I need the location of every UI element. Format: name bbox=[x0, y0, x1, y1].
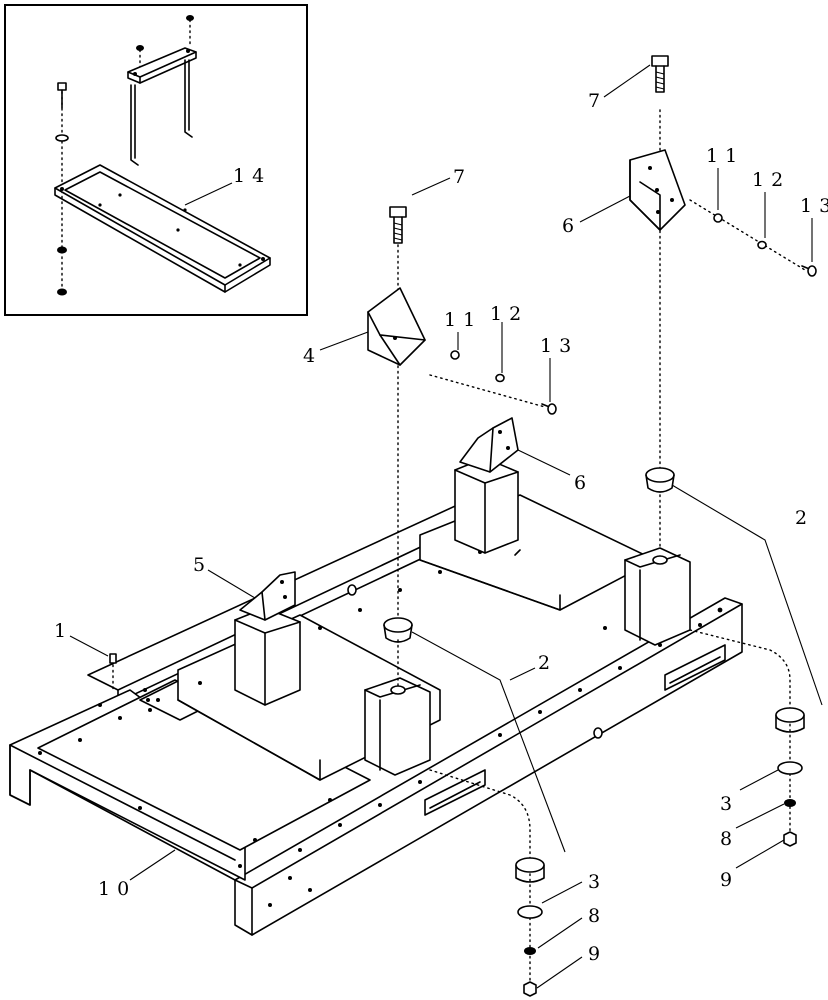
callout-12-right: 12 bbox=[752, 169, 790, 191]
callout-13-right: 13 bbox=[800, 195, 828, 217]
lock-washer-8-right bbox=[784, 799, 796, 807]
callout-13-left: 13 bbox=[540, 335, 578, 357]
nut-9-right bbox=[783, 831, 797, 847]
front-post-left bbox=[234, 607, 301, 706]
callout-9-left: 9 bbox=[588, 943, 607, 965]
isolator-2-bottom-left bbox=[515, 857, 545, 883]
main-frame bbox=[9, 489, 743, 936]
washer-3-left bbox=[517, 905, 543, 919]
callout-10: 10 bbox=[98, 878, 136, 900]
inset-nut-top bbox=[186, 15, 194, 21]
callout-6-upper: 6 bbox=[562, 215, 581, 237]
bolt-7-left bbox=[389, 206, 407, 244]
nut-9-left bbox=[523, 981, 537, 997]
screw-13 bbox=[541, 403, 557, 415]
inset-clamp-bar bbox=[127, 47, 197, 84]
callout-9-right: 9 bbox=[720, 869, 739, 891]
isolator-2-top-left bbox=[383, 617, 413, 643]
mount-bracket-4 bbox=[367, 287, 426, 366]
callout-8-left: 8 bbox=[588, 905, 607, 927]
inset-battery-tray bbox=[54, 164, 271, 293]
callout-7-left: 7 bbox=[453, 166, 472, 188]
washer-12 bbox=[495, 373, 505, 383]
callout-6-frame: 6 bbox=[574, 472, 593, 494]
washer-12-right bbox=[757, 240, 767, 250]
inset-nut-top-left bbox=[136, 45, 144, 51]
washer-3-right bbox=[777, 761, 803, 775]
isolator-2-bottom-right bbox=[775, 707, 805, 733]
bolt-7-right bbox=[651, 55, 669, 93]
callout-5: 5 bbox=[193, 554, 212, 576]
lock-washer-11-right bbox=[713, 213, 723, 223]
callout-4: 4 bbox=[303, 345, 322, 367]
rear-bracket-right bbox=[624, 547, 691, 646]
screw-13-right bbox=[801, 265, 817, 277]
mount-bracket-6 bbox=[629, 149, 686, 231]
front-bracket-right bbox=[364, 677, 431, 776]
callout-11-right: 11 bbox=[706, 145, 744, 167]
inset-bolt bbox=[57, 82, 67, 109]
inset-frame bbox=[4, 4, 308, 316]
rear-post-left bbox=[454, 457, 519, 554]
lock-washer-11 bbox=[450, 350, 460, 360]
inset-nut-lower bbox=[57, 246, 67, 254]
lock-washer-8-left bbox=[524, 947, 536, 955]
callout-3-left: 3 bbox=[588, 871, 607, 893]
pin-1 bbox=[109, 653, 117, 664]
inset-washer bbox=[55, 134, 69, 142]
callout-11-left: 11 bbox=[444, 309, 482, 331]
callout-1: 1 bbox=[54, 620, 73, 642]
callout-2-left: 2 bbox=[538, 652, 557, 674]
mount-bracket-5 bbox=[239, 571, 296, 621]
callout-2-right: 2 bbox=[795, 507, 814, 529]
callout-12-left: 12 bbox=[490, 303, 528, 325]
callout-7-right: 7 bbox=[588, 90, 607, 112]
inset-nut-bottom bbox=[57, 288, 67, 296]
callout-14: 14 bbox=[233, 165, 271, 187]
isolator-2-top-right bbox=[645, 467, 675, 493]
callout-8-right: 8 bbox=[720, 828, 739, 850]
callout-3-right: 3 bbox=[720, 793, 739, 815]
inset-j-bolts bbox=[130, 59, 193, 166]
inset-detail: 14 bbox=[4, 4, 308, 316]
mount-bracket-6-frame bbox=[459, 417, 519, 473]
